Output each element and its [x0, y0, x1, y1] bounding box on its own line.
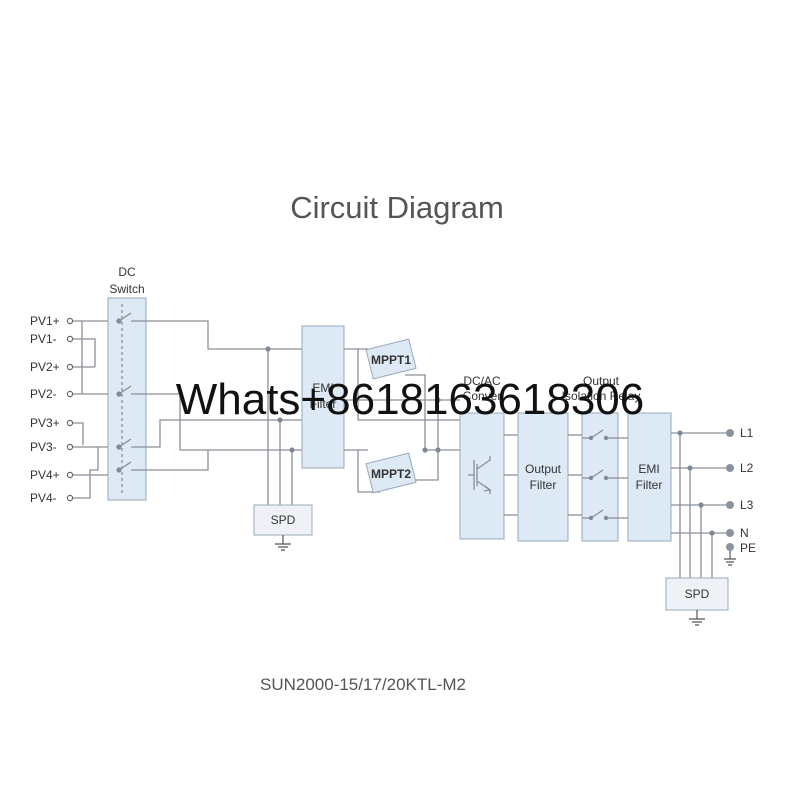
pv-input-label: PV3-	[30, 440, 57, 454]
dc-bus-wiring	[131, 320, 302, 505]
pv-input-label: PV3+	[30, 416, 60, 430]
pv-input-terminals	[66, 317, 74, 502]
relay-contact-dot	[588, 435, 594, 441]
input-emi-filter-label-line2: Filter	[310, 397, 337, 411]
mppt2-block: MPPT2	[365, 452, 417, 494]
pv-terminal	[66, 494, 74, 502]
ac-terminal	[726, 501, 734, 509]
spd-right-label: SPD	[685, 587, 710, 601]
spd-left-label: SPD	[271, 513, 296, 527]
junction-dot	[289, 447, 295, 453]
dc-switch-box	[107, 297, 147, 501]
dc-switch-label-line2: Switch	[109, 282, 144, 296]
relay-contact-dot	[603, 435, 609, 441]
ground-icon	[724, 551, 736, 566]
output-emi-filter-box	[627, 412, 672, 542]
pv-input-label: PV4+	[30, 468, 60, 482]
pv-terminal	[66, 335, 74, 343]
spd-left-box	[253, 504, 313, 536]
diagram-title: Circuit Diagram	[290, 190, 504, 225]
mppt1-label: MPPT1	[371, 353, 411, 367]
pv-terminal	[66, 317, 74, 325]
pv-wiring	[73, 320, 108, 499]
relay-contact-dot	[588, 475, 594, 481]
ac-terminal	[726, 464, 734, 472]
mppt2-label: MPPT2	[371, 467, 411, 481]
ac-terminal	[726, 543, 734, 551]
junction-dot	[709, 530, 715, 536]
junction-dot	[422, 447, 428, 453]
junction-dot	[435, 397, 441, 403]
junction-dot	[687, 465, 693, 471]
pv-terminal	[66, 471, 74, 479]
ac-output-wiring	[671, 430, 727, 578]
output-relay-label-line1: Output	[583, 374, 620, 388]
pv-input-label: PV4-	[30, 491, 57, 505]
ac-output-label: L1	[740, 426, 754, 440]
pv-terminal	[66, 443, 74, 451]
ground-icon	[689, 610, 705, 626]
pv-terminal	[66, 363, 74, 371]
mppt1-block: MPPT1	[365, 338, 417, 380]
dc-ac-converter-label-line1: DC/AC	[463, 374, 501, 388]
ac-output-label: L3	[740, 498, 754, 512]
ac-output-label: N	[740, 526, 749, 540]
relay-contact-dot	[588, 515, 594, 521]
output-emi-filter-label-line1: EMI	[638, 462, 659, 476]
relay-contact-dot	[603, 515, 609, 521]
pv-input-labels: PV1+ PV1- PV2+ PV2- PV3+ PV3- PV4+ PV4-	[30, 314, 60, 505]
pv-input-label: PV2-	[30, 387, 57, 401]
ac-terminal	[726, 529, 734, 537]
input-emi-filter-label-line1: EMI	[312, 381, 333, 395]
junction-dot	[265, 346, 271, 352]
mppt-wiring	[344, 348, 460, 493]
relay-contact-dot	[603, 475, 609, 481]
ac-wiring-2	[568, 434, 582, 516]
output-filter-box	[517, 412, 569, 542]
ac-wiring-3	[618, 437, 628, 519]
ac-output-label: PE	[740, 541, 756, 555]
junction-dot	[698, 502, 704, 508]
pv-terminal	[66, 390, 74, 398]
pv-input-label: PV2+	[30, 360, 60, 374]
output-relay-label-line2: Isolation Relay	[562, 389, 641, 403]
ac-output-label: L2	[740, 461, 754, 475]
mppt1-box	[365, 338, 417, 380]
model-name: SUN2000-15/17/20KTL-M2	[260, 675, 466, 694]
spd-right-box	[665, 577, 729, 611]
pv-input-label: PV1+	[30, 314, 60, 328]
dc-switch-contacts	[116, 304, 132, 494]
ac-output-terminals	[726, 429, 734, 551]
ac-output-labels: L1 L2 L3 N PE	[740, 426, 756, 555]
dc-ac-converter-label-line2: Conver	[463, 389, 502, 403]
pv-input-label: PV1-	[30, 332, 57, 346]
dc-ac-converter-box	[459, 412, 505, 540]
dc-switch-label-line1: DC	[118, 265, 136, 279]
input-emi-filter-box	[301, 325, 345, 469]
junction-dot	[435, 447, 441, 453]
output-relay-box	[581, 412, 619, 542]
output-filter-label-line2: Filter	[530, 478, 557, 492]
relay-contacts	[582, 429, 618, 521]
junction-dot	[677, 430, 683, 436]
ground-icon	[275, 535, 291, 551]
output-emi-filter-label-line2: Filter	[636, 478, 663, 492]
mppt2-box	[365, 452, 417, 494]
igbt-transistor-icon	[468, 456, 492, 494]
ac-wiring	[504, 434, 518, 516]
ac-terminal	[726, 429, 734, 437]
junction-dot	[277, 417, 283, 423]
output-filter-label-line1: Output	[525, 462, 562, 476]
pv-terminal	[66, 419, 74, 427]
watermark-text: Whats+8618163618306	[176, 375, 645, 424]
